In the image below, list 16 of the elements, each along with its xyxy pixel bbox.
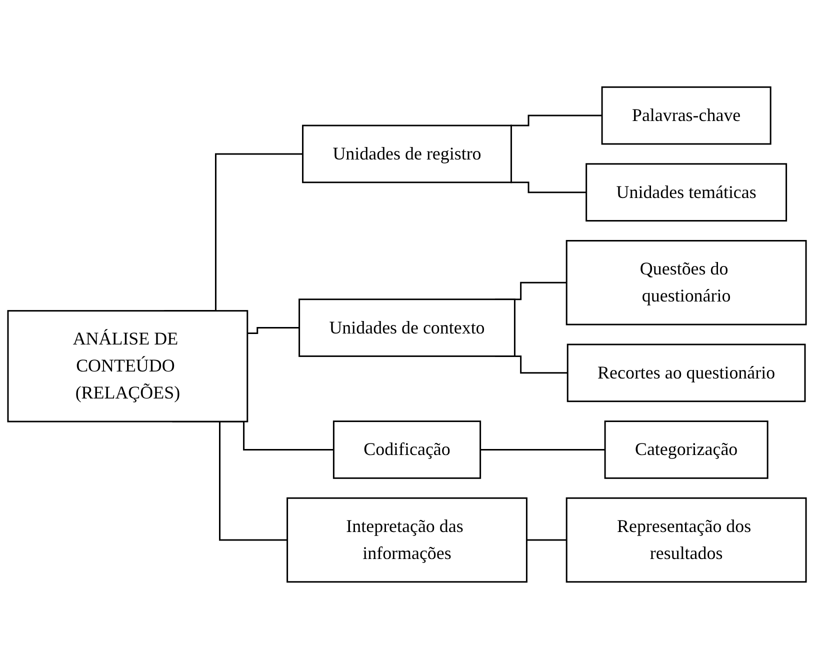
node-box	[601, 86, 772, 145]
node-box	[566, 240, 807, 326]
node-box	[332, 420, 482, 479]
node-box	[586, 163, 788, 222]
node-box	[604, 420, 768, 479]
node-box	[302, 124, 512, 184]
node-box	[566, 497, 807, 583]
node-box	[298, 298, 516, 357]
connector	[526, 539, 567, 541]
node-box	[7, 310, 248, 422]
node-box	[566, 344, 806, 402]
node-box	[286, 497, 528, 583]
connector	[510, 182, 586, 194]
connector	[247, 327, 300, 334]
connector	[480, 448, 606, 450]
connector	[510, 114, 602, 126]
